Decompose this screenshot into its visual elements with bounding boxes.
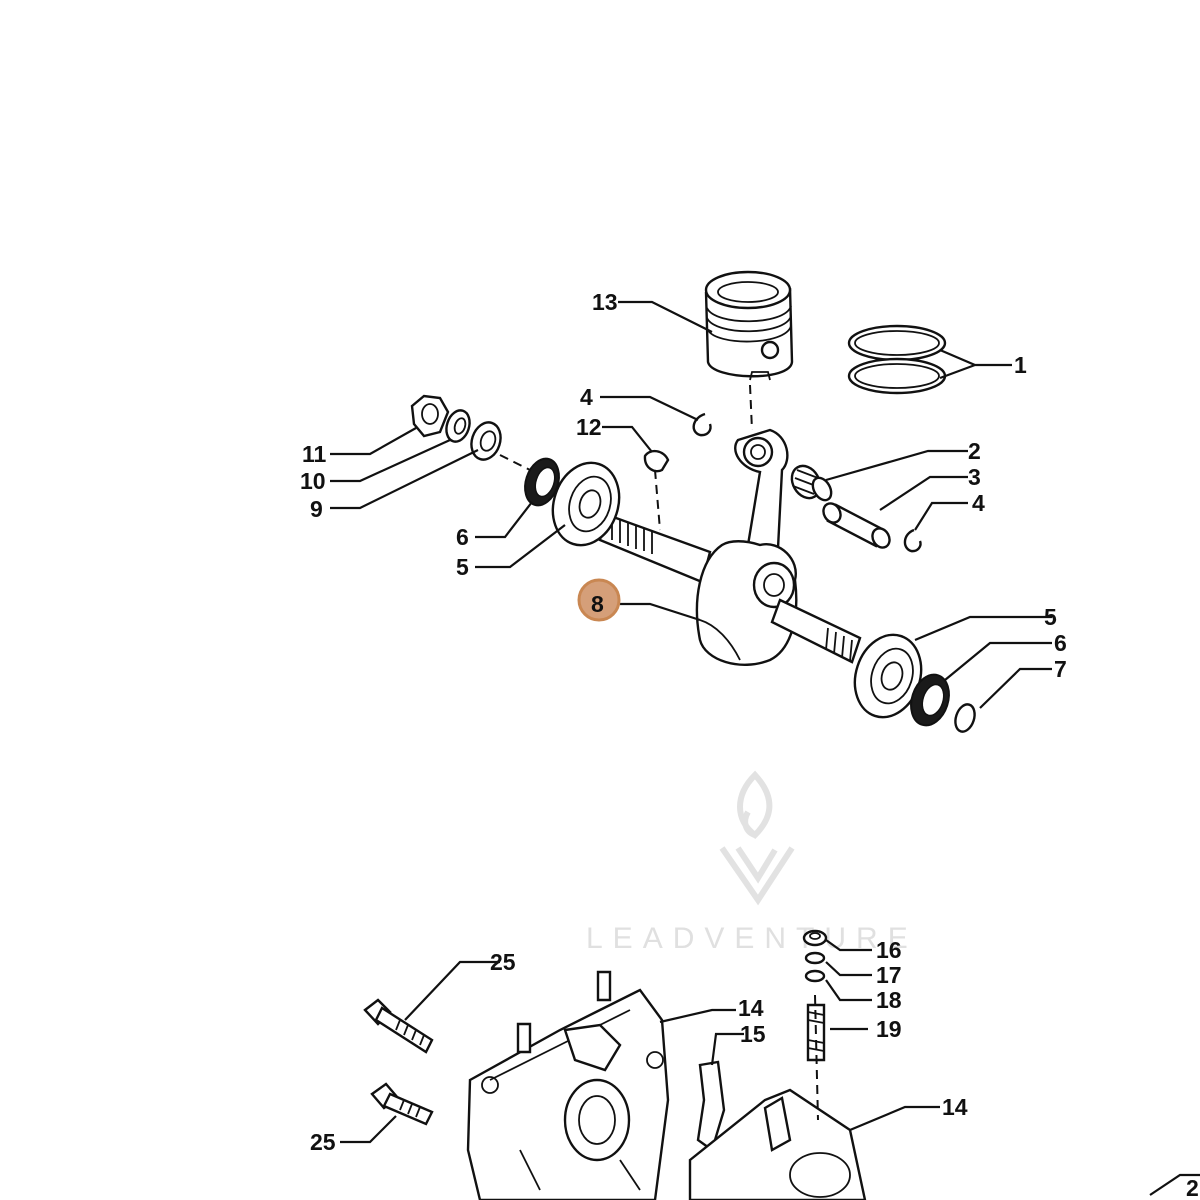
callout-4-upper[interactable]: 4: [580, 384, 593, 410]
callout-9[interactable]: 9: [310, 496, 323, 522]
callout-3[interactable]: 3: [968, 464, 981, 490]
part-piston-rings: [847, 324, 947, 395]
callout-5-right[interactable]: 5: [1044, 604, 1057, 630]
callout-labels: 13 1 4 12 2 3 4 11 10 9 6 5 8 5 6 7 16 1…: [300, 289, 1199, 1200]
part-crankcase-right: [688, 1088, 867, 1200]
callout-25-upper[interactable]: 25: [490, 949, 516, 975]
part-needle-bearing: [790, 464, 833, 502]
part-bolt-lower: [370, 1082, 434, 1126]
callout-8[interactable]: 8: [591, 591, 604, 617]
part-bolt-upper: [363, 998, 434, 1054]
callout-15[interactable]: 15: [740, 1021, 766, 1047]
leader-lines: [330, 300, 1200, 1196]
part-woodruff-key: [643, 449, 670, 473]
part-crankcase-left: [466, 988, 670, 1200]
callout-19[interactable]: 19: [876, 1016, 902, 1042]
part-ball-bearing-right: [853, 633, 923, 719]
part-snap-ring: [954, 703, 976, 733]
callout-5-left[interactable]: 5: [456, 554, 469, 580]
part-circlip-upper: [692, 412, 712, 437]
callout-7[interactable]: 7: [1054, 656, 1067, 682]
callout-16[interactable]: 16: [876, 937, 902, 963]
callout-12[interactable]: 12: [576, 414, 602, 440]
part-oil-seal-left: [524, 457, 560, 507]
part-lock-washer: [445, 409, 471, 443]
callout-18[interactable]: 18: [876, 987, 902, 1013]
watermark-logo: LEADVENTURE: [586, 770, 908, 955]
callout-6-left[interactable]: 6: [456, 524, 469, 550]
callout-25-lower[interactable]: 25: [310, 1129, 336, 1155]
callout-14-right[interactable]: 14: [942, 1094, 968, 1120]
assembly-centerlines: [499, 384, 819, 1121]
callout-17[interactable]: 17: [876, 962, 902, 988]
part-circlip-lower: [903, 528, 922, 553]
callout-10[interactable]: 10: [300, 468, 326, 494]
callout-13[interactable]: 13: [592, 289, 618, 315]
callout-2-edge[interactable]: 2: [1186, 1175, 1199, 1200]
part-nut: [410, 394, 450, 438]
part-stud-hardware: [802, 929, 828, 983]
callout-4-lower[interactable]: 4: [972, 490, 985, 516]
callout-6-right[interactable]: 6: [1054, 630, 1067, 656]
part-piston: [704, 270, 794, 381]
part-oil-seal-right: [910, 673, 950, 727]
highlighted-callout-marker[interactable]: [577, 578, 621, 622]
callout-11[interactable]: 11: [302, 441, 327, 467]
callout-1[interactable]: 1: [1014, 352, 1027, 378]
part-ball-bearing-left: [551, 461, 621, 547]
part-wrist-pin: [822, 502, 891, 549]
callout-2[interactable]: 2: [968, 438, 981, 464]
part-crankshaft-assembly: [598, 428, 862, 666]
part-washer: [470, 421, 502, 461]
callout-14-left[interactable]: 14: [738, 995, 764, 1021]
